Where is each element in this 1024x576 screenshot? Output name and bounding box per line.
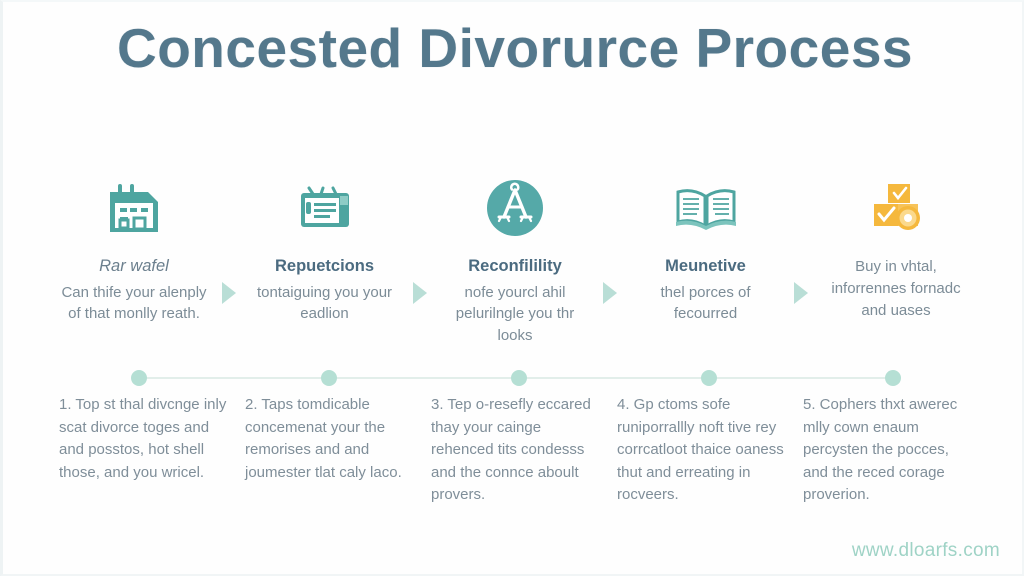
watermark: www.dloarfs.com (851, 540, 1000, 561)
steps-row: Rar wafel Can thife your alenply of that… (59, 170, 971, 347)
detail-item-1: 1. Top st thal divcnge inly scat divorce… (59, 396, 227, 481)
timeline-dot-2 (321, 370, 337, 386)
timeline-dot-3 (511, 370, 527, 386)
step-5-description: Buy in vhtal, inforrennes fornadc and ua… (831, 258, 961, 319)
step-4: Meunetive thel porces of fecourred (631, 170, 781, 325)
arrow-right-icon-1 (216, 280, 242, 306)
details-row: 1. Top st thal divcnge inly scat divorce… (59, 394, 971, 507)
arrow-right-icon-3 (597, 280, 623, 306)
timeline (59, 368, 971, 388)
step-3-description: nofe yourcl ahil pelurilngle you thr loo… (455, 283, 575, 345)
checked-boxes-seal-icon (858, 170, 934, 246)
detail-item-3: 3. Tep o-resefly eccared thay your caing… (431, 396, 591, 503)
timeline-dot-4 (701, 370, 717, 386)
timeline-dot-5 (885, 370, 901, 386)
detail-item-2: 2. Taps tomdicable concemenat your the r… (245, 396, 402, 481)
step-1: Rar wafel Can thife your alenply of that… (59, 170, 209, 325)
timeline-dot-1 (131, 370, 147, 386)
step-1-heading: Rar wafel (99, 257, 169, 275)
clipboard-document-icon (287, 170, 363, 246)
detail-item-5: 5. Cophers thxt awerec mlly cown enaum p… (803, 396, 958, 503)
scales-circle-icon (477, 170, 553, 246)
open-book-icon (668, 170, 744, 246)
detail-item-4: 4. Gp ctoms sofe runiporrallly noft tive… (617, 396, 784, 503)
step-3: Reconfilility nofe yourcl ahil pelurilng… (440, 170, 590, 347)
arrow-right-icon-2 (407, 280, 433, 306)
step-4-heading: Meunetive (665, 257, 746, 275)
step-2: Repuetcions tontaiguing you your eadlion (250, 170, 400, 325)
step-4-description: thel porces of fecourred (660, 283, 751, 323)
calendar-building-icon (96, 170, 172, 246)
step-3-heading: Reconfilility (468, 257, 562, 275)
step-2-description: tontaiguing you your eadlion (256, 283, 393, 323)
step-1-description: Can thife your alenply of that monlly re… (61, 283, 207, 323)
step-2-heading: Repuetcions (274, 257, 375, 275)
page-title: Concested Divorurce Process (116, 17, 914, 79)
arrow-right-icon-4 (788, 280, 814, 306)
step-5: Buy in vhtal, inforrennes fornadc and ua… (821, 170, 971, 321)
